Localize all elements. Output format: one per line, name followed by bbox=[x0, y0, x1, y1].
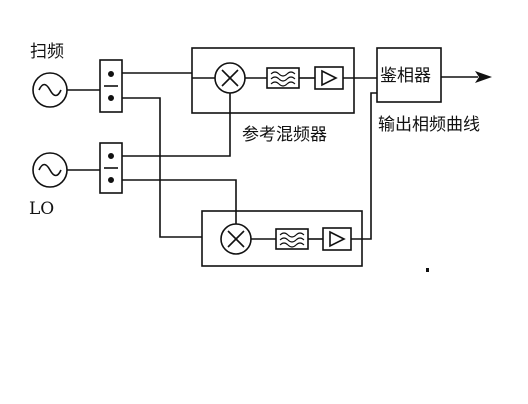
ref-filter-icon bbox=[266, 67, 300, 89]
reference-mixer-module bbox=[191, 47, 355, 114]
sweep-label: 扫频 bbox=[30, 42, 64, 62]
meas-mixer-icon bbox=[220, 223, 252, 255]
ref-amplifier-icon bbox=[314, 66, 344, 90]
splitter-2-icon bbox=[99, 142, 123, 194]
output-arrow-icon bbox=[475, 71, 492, 83]
sweep-source-icon bbox=[32, 72, 68, 108]
lo-label: LO bbox=[29, 199, 54, 219]
ref-mixer-icon bbox=[214, 62, 246, 94]
stray-dot bbox=[426, 268, 429, 272]
meas-amplifier-icon bbox=[322, 227, 352, 251]
wiring bbox=[122, 72, 478, 240]
reference-mixer-label: 参考混频器 bbox=[242, 125, 327, 145]
phase-detector-label: 鉴相器 bbox=[380, 66, 431, 86]
phase-detector-block bbox=[376, 47, 442, 103]
splitter-1-icon bbox=[99, 59, 123, 113]
meas-filter-icon bbox=[275, 228, 309, 250]
lo-source-icon bbox=[32, 152, 68, 188]
output-label: 输出相频曲线 bbox=[378, 115, 480, 135]
